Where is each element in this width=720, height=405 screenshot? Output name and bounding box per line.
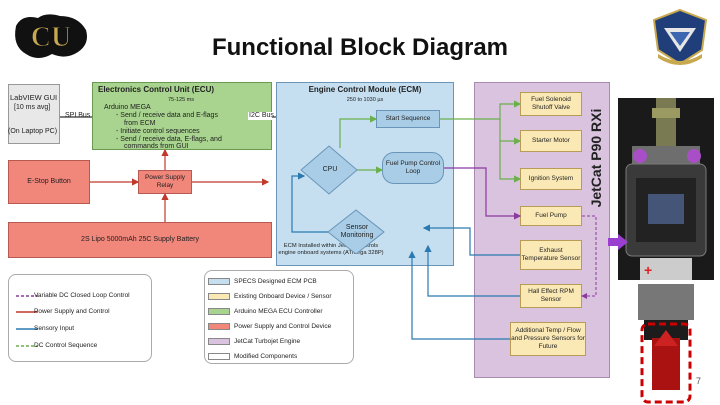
estop-box (8, 160, 90, 204)
ecu-line-6: commands from GUI (124, 143, 189, 150)
page-number: 7 (696, 376, 702, 386)
legend-swatch-existing-device (208, 293, 230, 300)
ecu-box (92, 82, 272, 150)
legend-box-4: Power Supply and Control Device (234, 323, 332, 330)
ecm-title: Engine Control Module (ECM) (308, 85, 422, 94)
ecu-title: Electronics Control Unit (ECU) (98, 85, 215, 94)
additional-sensors-box: Additional Temp / Flow and Pressure Sens… (510, 322, 586, 356)
exhaust-temp-sensor-box: Exhaust Temperature Sensor (520, 240, 582, 270)
sensor-monitoring-label: Sensor Monitoring (340, 224, 374, 239)
legend-swatch-jetcat (208, 338, 230, 345)
legend-line-1: Variable DC Closed Loop Control (34, 292, 130, 299)
battery-label: 2S Lipo 5000mAh 25C Supply Battery (81, 236, 199, 243)
labview-host: (On Laptop PC) (8, 128, 58, 135)
svg-text:CU: CU (31, 22, 71, 53)
purple-arrow-icon (608, 234, 628, 250)
ecu-line-1: Arduino MEGA (104, 104, 151, 111)
ecu-rate: 75-125 ms (168, 97, 194, 103)
starter-motor-box: Starter Motor (520, 130, 582, 152)
legend-line-3: Sensory Input (34, 325, 75, 332)
legend-lines (8, 274, 152, 362)
ecu-line-5: - Send / receive data, E-flags, and (116, 136, 222, 143)
air-force-lab-seal (648, 6, 712, 68)
ecm-diamonds (300, 145, 385, 254)
ecm-note: ECM Installed within JetCat, controls en… (278, 243, 384, 256)
slide-title: Functional Block Diagram (211, 34, 509, 61)
ecm-rate: 250 to 1030 µs (346, 97, 384, 103)
legend-box-1: SPECS Designed ECM PCB (234, 278, 317, 285)
legend-swatch-power-device (208, 323, 230, 330)
legend-box-3: Arduino MEGA ECU Controller (234, 308, 323, 315)
estop-label: E-Stop Button (27, 178, 71, 185)
ecu-line-4: - Initiate control sequences (116, 128, 200, 135)
legend-swatch-arduino (208, 308, 230, 315)
legend-box-2: Existing Onboard Device / Sensor (234, 293, 332, 300)
i2c-bus-label: I2C Bus (248, 112, 275, 120)
legend-box-5: JetCat Turbojet Engine (234, 338, 301, 345)
legend-boxes (204, 270, 354, 364)
spi-bus-label: SPI Bus (64, 112, 92, 120)
legend-line-swatches (16, 295, 38, 347)
battery-box (8, 222, 272, 258)
labview-rate: [10 ms avg] (14, 104, 51, 111)
labview-title: LabVIEW GUI (10, 93, 58, 102)
relay-box: Power Supply Relay (138, 170, 192, 194)
legend-swatch-ecm-pcb (208, 278, 230, 285)
ecu-line-3: from ECM (124, 120, 156, 127)
legend-box-6: Modified Components (234, 353, 298, 360)
cpu-label: CPU (322, 166, 338, 173)
university-logo: CU (8, 8, 94, 64)
engine-photo (618, 98, 714, 404)
start-sequence-box: Start Sequence (376, 110, 440, 128)
fuel-pump-loop-box: Fuel Pump Control Loop (382, 152, 444, 184)
legend-swatch-modified (208, 353, 230, 360)
legend-line-4: DC Control Sequence (34, 342, 98, 349)
fuel-solenoid-box: Fuel Solenoid Shutoff Valve (520, 92, 582, 116)
plus-sign: + (644, 262, 653, 278)
legend-line-2: Power Supply and Control (34, 308, 110, 315)
labview-gui-box (8, 84, 60, 144)
ecu-line-2: - Send / receive data and E-flags (116, 112, 218, 119)
